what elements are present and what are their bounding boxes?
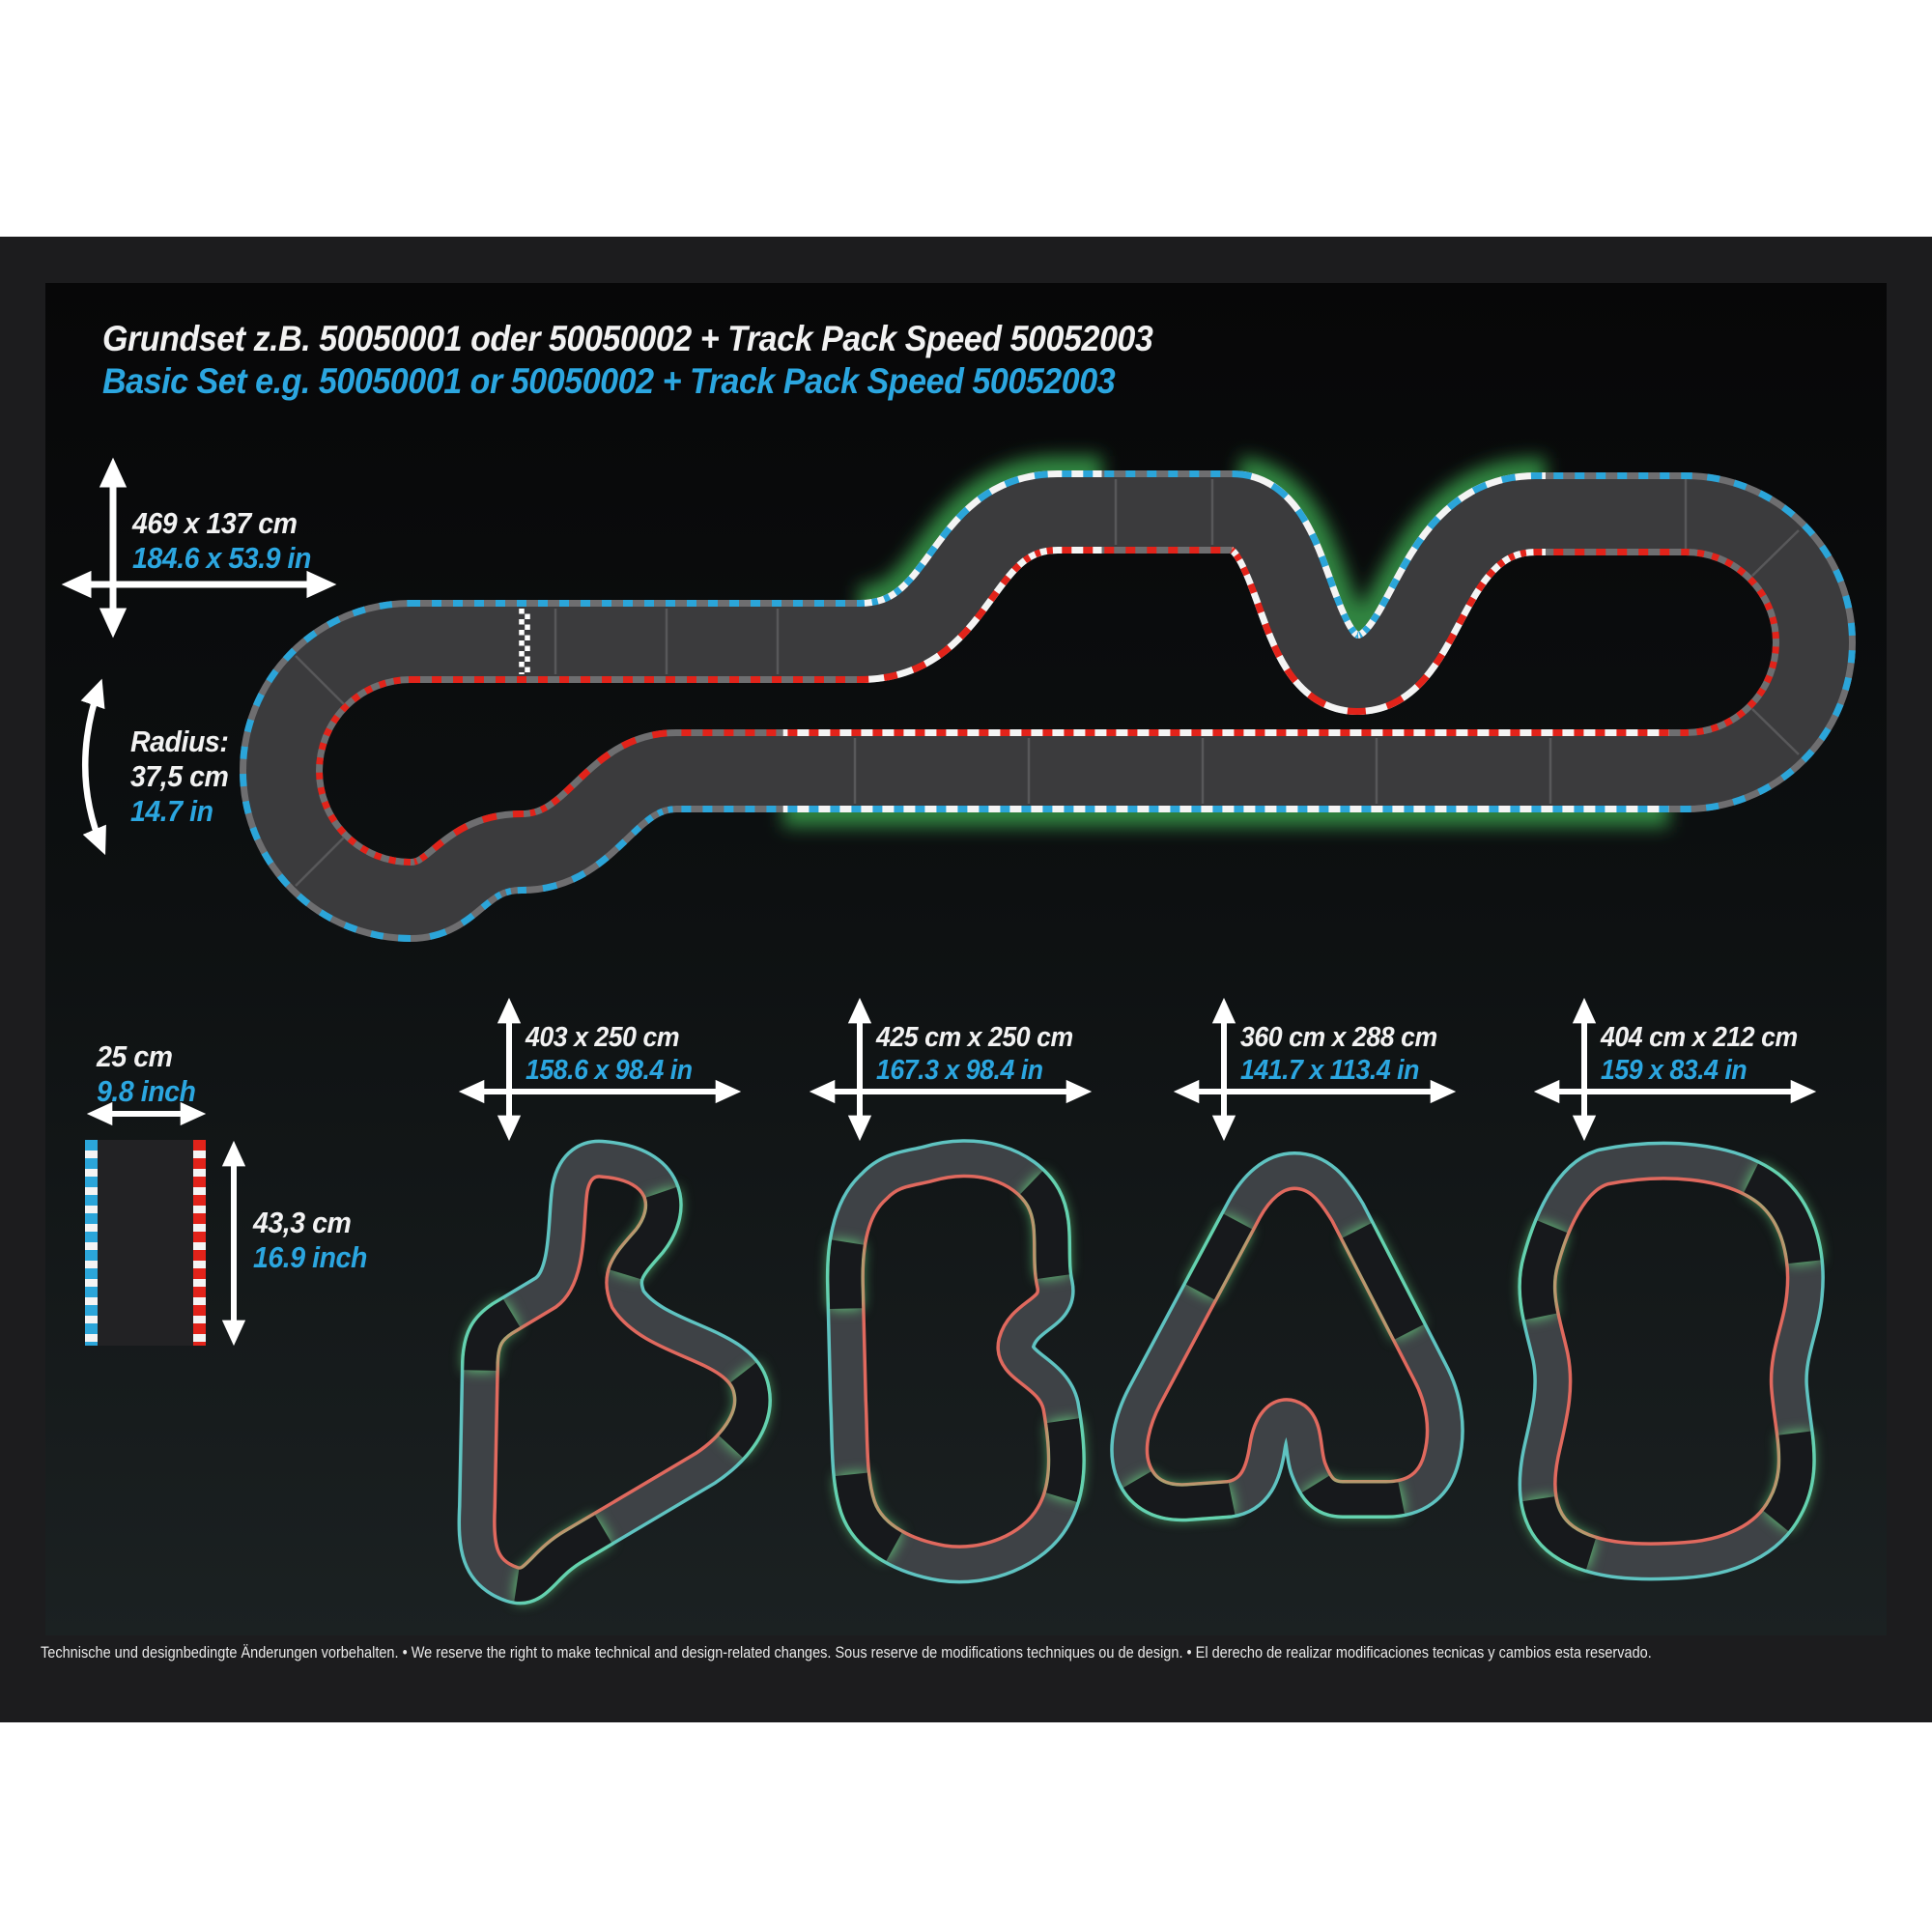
radius-cm: 37,5 cm	[130, 759, 229, 793]
alt4-size-in: 159 x 83.4 in	[1601, 1055, 1747, 1086]
radius-label: Radius:	[130, 724, 229, 758]
radius-in: 14.7 in	[130, 794, 213, 828]
title-english: Basic Set e.g. 50050001 or 50050002 + Tr…	[102, 361, 1116, 401]
piece-length-in: 16.9 inch	[253, 1240, 367, 1274]
alt1-size-in: 158.6 x 98.4 in	[526, 1055, 693, 1086]
piece-width-in: 9.8 inch	[97, 1074, 196, 1108]
alt2-size-in: 167.3 x 98.4 in	[876, 1055, 1043, 1086]
piece-width-cm: 25 cm	[97, 1039, 173, 1073]
main-size-cm: 469 x 137 cm	[132, 506, 298, 540]
main-size-in: 184.6 x 53.9 in	[132, 541, 311, 575]
alt1-size-cm: 403 x 250 cm	[526, 1022, 680, 1053]
footer-disclaimer: Technische und designbedingte Änderungen…	[41, 1644, 1652, 1662]
piece-length-cm: 43,3 cm	[253, 1206, 352, 1239]
alt2-size-cm: 425 cm x 250 cm	[876, 1022, 1073, 1053]
title-german: Grundset z.B. 50050001 oder 50050002 + T…	[102, 319, 1153, 358]
alt4-size-cm: 404 cm x 212 cm	[1601, 1022, 1798, 1053]
alt3-size-in: 141.7 x 113.4 in	[1240, 1055, 1419, 1086]
poster-frame	[0, 237, 1932, 1722]
alt3-size-cm: 360 cm x 288 cm	[1240, 1022, 1437, 1053]
